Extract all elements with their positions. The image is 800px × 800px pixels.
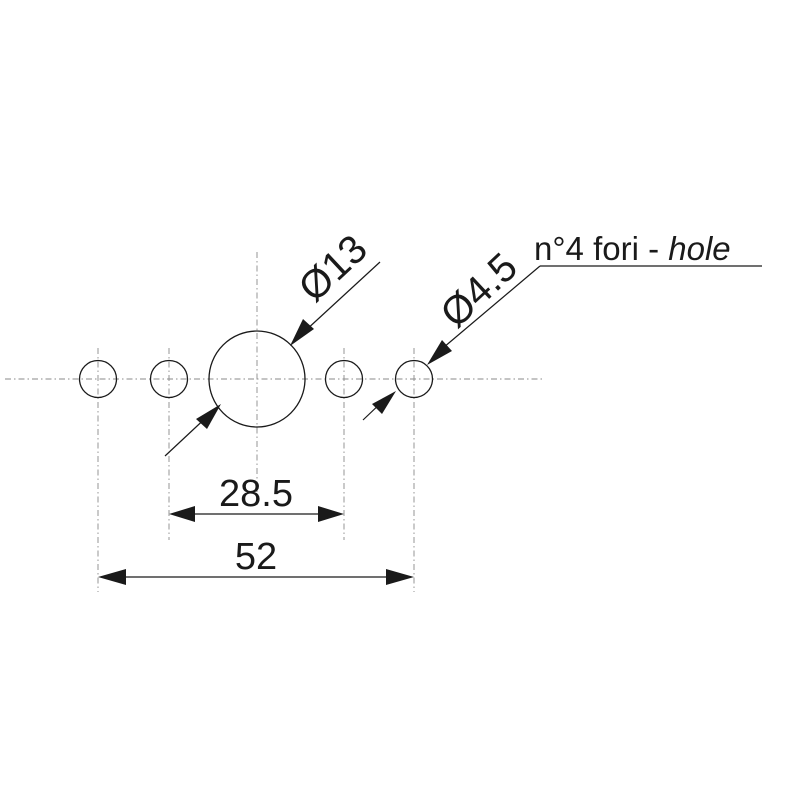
large-hole-diameter-label: Ø13 xyxy=(290,227,375,311)
large-hole-diameter-dimension: Ø13 xyxy=(164,227,381,457)
small-hole-1 xyxy=(78,359,118,399)
hole-note: n°4 fori - hole xyxy=(534,230,731,267)
small-hole-4 xyxy=(394,359,434,399)
arrow-left-icon xyxy=(169,506,195,522)
arrow-left-icon xyxy=(98,569,126,585)
arrow-icon xyxy=(427,340,452,365)
arrow-icon xyxy=(196,404,221,429)
small-hole-diameter-dimension: Ø4.5 xyxy=(362,245,762,421)
outer-spacing-dimension: 52 xyxy=(98,536,414,585)
hole-note-prefix: n°4 fori - xyxy=(534,230,668,267)
outer-spacing-label: 52 xyxy=(235,536,277,578)
inner-spacing-label: 28.5 xyxy=(219,473,293,515)
arrow-icon xyxy=(290,319,314,346)
hole-note-italic: hole xyxy=(668,230,730,267)
small-hole-3 xyxy=(324,359,364,399)
small-hole-2 xyxy=(149,359,189,399)
arrow-right-icon xyxy=(386,569,414,585)
arrow-right-icon xyxy=(318,506,344,522)
large-hole xyxy=(208,330,306,428)
inner-spacing-dimension: 28.5 xyxy=(169,473,344,522)
arrow-icon xyxy=(372,391,396,414)
